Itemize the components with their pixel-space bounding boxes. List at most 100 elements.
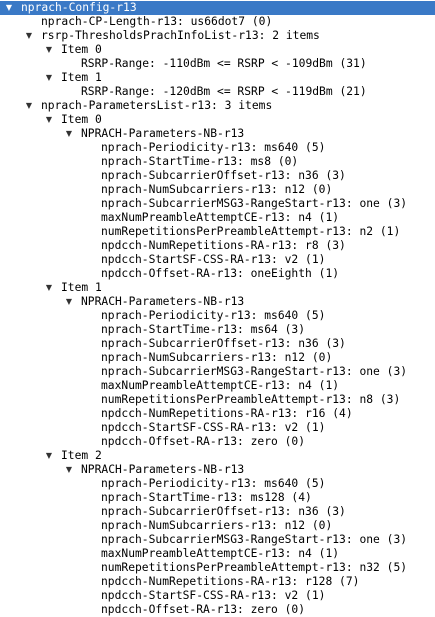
tree-row[interactable]: nprach-SubcarrierOffset-r13: n36 (3) bbox=[0, 169, 435, 183]
tree-row-label: nprach-SubcarrierMSG3-RangeStart-r13: on… bbox=[101, 197, 408, 210]
tree-row[interactable]: maxNumPreambleAttemptCE-r13: n4 (1) bbox=[0, 211, 435, 225]
tree-row-label: numRepetitionsPerPreambleAttempt-r13: n8… bbox=[101, 393, 401, 406]
expand-arrow-down-icon[interactable]: ▼ bbox=[65, 465, 73, 474]
tree-row[interactable]: RSRP-Range: -110dBm <= RSRP < -109dBm (3… bbox=[0, 57, 435, 71]
expand-arrow-down-icon[interactable]: ▼ bbox=[45, 45, 53, 54]
tree-row[interactable]: maxNumPreambleAttemptCE-r13: n4 (1) bbox=[0, 379, 435, 393]
tree-row[interactable]: nprach-SubcarrierMSG3-RangeStart-r13: on… bbox=[0, 197, 435, 211]
tree-row-label: Item 2 bbox=[61, 449, 102, 462]
tree-row[interactable]: ▼ rsrp-ThresholdsPrachInfoList-r13: 2 ite… bbox=[0, 29, 435, 43]
tree-row-label: RSRP-Range: -120dBm <= RSRP < -119dBm (2… bbox=[81, 85, 367, 98]
tree-row[interactable]: numRepetitionsPerPreambleAttempt-r13: n3… bbox=[0, 561, 435, 575]
tree-row-label: maxNumPreambleAttemptCE-r13: n4 (1) bbox=[101, 547, 340, 560]
expand-arrow-down-icon[interactable]: ▼ bbox=[45, 73, 53, 82]
tree-row-label: nprach-Periodicity-r13: ms640 (5) bbox=[101, 309, 326, 322]
tree-row-label: nprach-NumSubcarriers-r13: n12 (0) bbox=[101, 351, 333, 364]
tree-row-label: npdcch-NumRepetitions-RA-r13: r128 (7) bbox=[101, 575, 360, 588]
tree-row-label: Item 1 bbox=[61, 281, 102, 294]
tree-row[interactable]: ▼ Item 1 bbox=[0, 281, 435, 295]
tree-row-label: nprach-StartTime-r13: ms64 (3) bbox=[101, 323, 306, 336]
tree-row-label: npdcch-NumRepetitions-RA-r13: r8 (3) bbox=[101, 239, 346, 252]
expand-arrow-down-icon[interactable]: ▼ bbox=[45, 115, 53, 124]
tree-row-label: nprach-Periodicity-r13: ms640 (5) bbox=[101, 141, 326, 154]
expand-arrow-down-icon[interactable]: ▼ bbox=[65, 129, 73, 138]
tree-row-label: nprach-SubcarrierOffset-r13: n36 (3) bbox=[101, 337, 346, 350]
tree-row[interactable]: numRepetitionsPerPreambleAttempt-r13: n2… bbox=[0, 225, 435, 239]
tree-row[interactable]: ▼ Item 2 bbox=[0, 449, 435, 463]
tree-row[interactable]: numRepetitionsPerPreambleAttempt-r13: n8… bbox=[0, 393, 435, 407]
tree-row[interactable]: maxNumPreambleAttemptCE-r13: n4 (1) bbox=[0, 547, 435, 561]
tree-row-label: numRepetitionsPerPreambleAttempt-r13: n2… bbox=[101, 225, 401, 238]
tree-row[interactable]: nprach-NumSubcarriers-r13: n12 (0) bbox=[0, 519, 435, 533]
tree-row[interactable]: ▼ NPRACH-Parameters-NB-r13 bbox=[0, 295, 435, 309]
expand-arrow-down-icon[interactable]: ▼ bbox=[45, 451, 53, 460]
tree-row[interactable]: nprach-StartTime-r13: ms128 (4) bbox=[0, 491, 435, 505]
expand-arrow-down-icon[interactable]: ▼ bbox=[25, 31, 33, 40]
tree-row-label: NPRACH-Parameters-NB-r13 bbox=[81, 127, 245, 140]
tree-row[interactable]: ▼ NPRACH-Parameters-NB-r13 bbox=[0, 127, 435, 141]
tree-row-label: nprach-StartTime-r13: ms128 (4) bbox=[101, 491, 312, 504]
tree-row-label: maxNumPreambleAttemptCE-r13: n4 (1) bbox=[101, 379, 340, 392]
tree-row-label: nprach-ParametersList-r13: 3 items bbox=[41, 99, 273, 112]
expand-arrow-down-icon[interactable]: ▼ bbox=[45, 283, 53, 292]
tree-row-label: Item 0 bbox=[61, 113, 102, 126]
tree-row[interactable]: npdcch-Offset-RA-r13: zero (0) bbox=[0, 603, 435, 617]
tree-row-label: npdcch-StartSF-CSS-RA-r13: v2 (1) bbox=[101, 589, 326, 602]
tree-row[interactable]: nprach-CP-Length-r13: us66dot7 (0) bbox=[0, 15, 435, 29]
tree-row[interactable]: nprach-NumSubcarriers-r13: n12 (0) bbox=[0, 183, 435, 197]
tree-row[interactable]: ▼ Item 1 bbox=[0, 71, 435, 85]
tree-row[interactable]: npdcch-NumRepetitions-RA-r13: r8 (3) bbox=[0, 239, 435, 253]
tree-row-label: npdcch-Offset-RA-r13: zero (0) bbox=[101, 435, 306, 448]
tree-row-label: nprach-Config-r13 bbox=[21, 1, 137, 14]
tree-row[interactable]: ▼ NPRACH-Parameters-NB-r13 bbox=[0, 463, 435, 477]
expand-arrow-down-icon[interactable]: ▼ bbox=[5, 3, 13, 12]
tree-row-label: nprach-SubcarrierOffset-r13: n36 (3) bbox=[101, 169, 346, 182]
tree-row[interactable]: ▼ nprach-ParametersList-r13: 3 items bbox=[0, 99, 435, 113]
tree-row[interactable]: npdcch-NumRepetitions-RA-r13: r128 (7) bbox=[0, 575, 435, 589]
tree-row-label: RSRP-Range: -110dBm <= RSRP < -109dBm (3… bbox=[81, 57, 367, 70]
expand-arrow-down-icon[interactable]: ▼ bbox=[25, 101, 33, 110]
tree-row[interactable]: nprach-SubcarrierOffset-r13: n36 (3) bbox=[0, 505, 435, 519]
tree-row-label: Item 0 bbox=[61, 43, 102, 56]
tree-row-label: nprach-StartTime-r13: ms8 (0) bbox=[101, 155, 299, 168]
tree-row-label: npdcch-NumRepetitions-RA-r13: r16 (4) bbox=[101, 407, 353, 420]
tree-row-label: nprach-SubcarrierMSG3-RangeStart-r13: on… bbox=[101, 533, 408, 546]
tree-row[interactable]: nprach-Periodicity-r13: ms640 (5) bbox=[0, 477, 435, 491]
tree-row-label: nprach-NumSubcarriers-r13: n12 (0) bbox=[101, 519, 333, 532]
tree-row[interactable]: npdcch-Offset-RA-r13: zero (0) bbox=[0, 435, 435, 449]
tree-row-label: nprach-Periodicity-r13: ms640 (5) bbox=[101, 477, 326, 490]
tree-row-label: npdcch-StartSF-CSS-RA-r13: v2 (1) bbox=[101, 253, 326, 266]
tree-row-label: npdcch-Offset-RA-r13: zero (0) bbox=[101, 603, 306, 616]
tree-row[interactable]: ▼ Item 0 bbox=[0, 43, 435, 57]
tree-row-label: numRepetitionsPerPreambleAttempt-r13: n3… bbox=[101, 561, 408, 574]
tree-row[interactable]: nprach-NumSubcarriers-r13: n12 (0) bbox=[0, 351, 435, 365]
tree-row[interactable]: nprach-SubcarrierMSG3-RangeStart-r13: on… bbox=[0, 533, 435, 547]
tree-row[interactable]: nprach-StartTime-r13: ms8 (0) bbox=[0, 155, 435, 169]
tree-row[interactable]: nprach-SubcarrierOffset-r13: n36 (3) bbox=[0, 337, 435, 351]
tree-row-label: npdcch-Offset-RA-r13: oneEighth (1) bbox=[101, 267, 340, 280]
tree-row-label: nprach-CP-Length-r13: us66dot7 (0) bbox=[41, 15, 273, 28]
tree-row[interactable]: ▼ Item 0 bbox=[0, 113, 435, 127]
tree-row-label: maxNumPreambleAttemptCE-r13: n4 (1) bbox=[101, 211, 340, 224]
tree-row[interactable]: nprach-SubcarrierMSG3-RangeStart-r13: on… bbox=[0, 365, 435, 379]
tree-row[interactable]: npdcch-StartSF-CSS-RA-r13: v2 (1) bbox=[0, 421, 435, 435]
tree-row-label: Item 1 bbox=[61, 71, 102, 84]
tree-row[interactable]: npdcch-NumRepetitions-RA-r13: r16 (4) bbox=[0, 407, 435, 421]
tree-row-label: NPRACH-Parameters-NB-r13 bbox=[81, 295, 245, 308]
tree-row[interactable]: ▼ nprach-Config-r13 bbox=[0, 1, 435, 15]
tree-row-label: nprach-SubcarrierMSG3-RangeStart-r13: on… bbox=[101, 365, 408, 378]
tree-row-label: npdcch-StartSF-CSS-RA-r13: v2 (1) bbox=[101, 421, 326, 434]
tree-row-label: nprach-NumSubcarriers-r13: n12 (0) bbox=[101, 183, 333, 196]
tree-row[interactable]: npdcch-Offset-RA-r13: oneEighth (1) bbox=[0, 267, 435, 281]
tree-row-label: rsrp-ThresholdsPrachInfoList-r13: 2 item… bbox=[41, 29, 320, 42]
tree-row-label: NPRACH-Parameters-NB-r13 bbox=[81, 463, 245, 476]
tree-row[interactable]: RSRP-Range: -120dBm <= RSRP < -119dBm (2… bbox=[0, 85, 435, 99]
tree-row[interactable]: nprach-Periodicity-r13: ms640 (5) bbox=[0, 141, 435, 155]
tree-row[interactable]: npdcch-StartSF-CSS-RA-r13: v2 (1) bbox=[0, 589, 435, 603]
expand-arrow-down-icon[interactable]: ▼ bbox=[65, 297, 73, 306]
tree-row-label: nprach-SubcarrierOffset-r13: n36 (3) bbox=[101, 505, 346, 518]
tree-row[interactable]: nprach-StartTime-r13: ms64 (3) bbox=[0, 323, 435, 337]
tree-row[interactable]: npdcch-StartSF-CSS-RA-r13: v2 (1) bbox=[0, 253, 435, 267]
tree-row[interactable]: nprach-Periodicity-r13: ms640 (5) bbox=[0, 309, 435, 323]
